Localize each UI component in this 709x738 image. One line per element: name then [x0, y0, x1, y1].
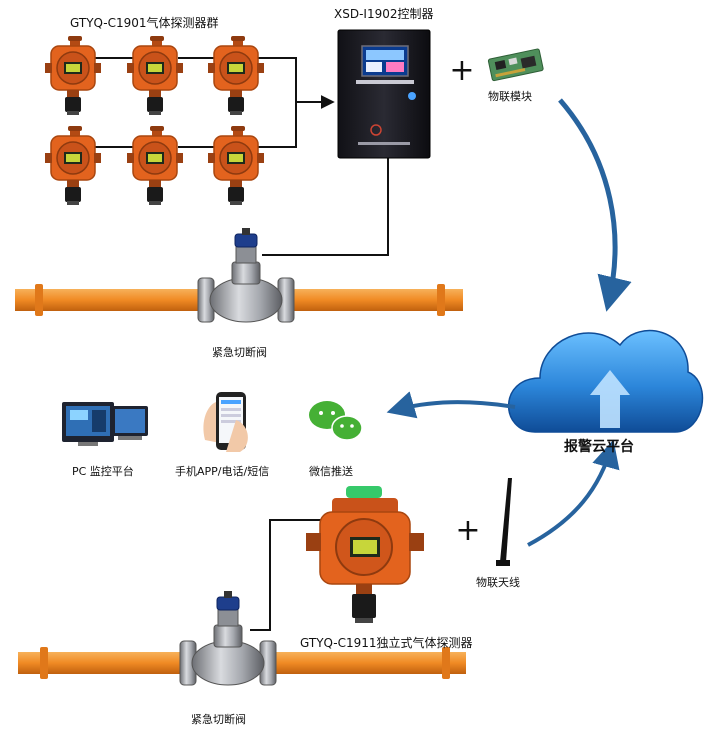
valve-top-label: 紧急切断阀 [212, 346, 267, 359]
cloud-platform-label: 报警云平台 [564, 439, 634, 455]
gas-detector-icon [126, 125, 184, 206]
controller-icon [337, 29, 431, 159]
mobile-phone-icon [203, 392, 248, 452]
svg-text:+: + [455, 513, 480, 548]
controller-label: XSD-I1902控制器 [334, 7, 434, 21]
iot-module-label: 物联模块 [488, 90, 532, 103]
plus-sign-top: + [449, 53, 474, 88]
cloud-platform-icon [507, 329, 704, 433]
gas-detector-icon [207, 35, 265, 116]
emergency-shutoff-valve-icon [179, 590, 277, 686]
gas-detector-icon [44, 125, 102, 206]
detector-group-icons [44, 35, 265, 206]
pc-monitor-icon [62, 402, 148, 446]
emergency-shutoff-valve-icon [197, 227, 295, 323]
arrow-cloud-to-apps [386, 391, 516, 419]
valve-bottom-label: 紧急切断阀 [191, 713, 246, 726]
plus-sign-bottom: + [455, 513, 480, 548]
detector-group-wiring [95, 57, 389, 256]
pc-platform-label: PC 监控平台 [72, 465, 134, 478]
arrow-antenna-to-cloud [527, 439, 620, 547]
gas-detector-icon [44, 35, 102, 116]
phone-label: 手机APP/电话/短信 [175, 465, 270, 478]
antenna-label: 物联天线 [476, 576, 520, 589]
detector-group-label: GTYQ-C1901气体探测器群 [70, 16, 219, 30]
svg-text:+: + [449, 53, 474, 88]
standalone-gas-detector-icon [306, 486, 424, 623]
standalone-detector-label: GTYQ-C1911独立式气体探测器 [300, 636, 473, 650]
gas-detector-icon [207, 125, 265, 206]
wechat-icon [309, 401, 363, 441]
arrow-module-to-cloud [558, 98, 632, 312]
antenna-icon [496, 478, 512, 566]
gas-detector-icon [126, 35, 184, 116]
iot-module-icon [487, 48, 544, 82]
standalone-detector-wiring [250, 519, 330, 631]
wechat-label: 微信推送 [309, 465, 353, 478]
